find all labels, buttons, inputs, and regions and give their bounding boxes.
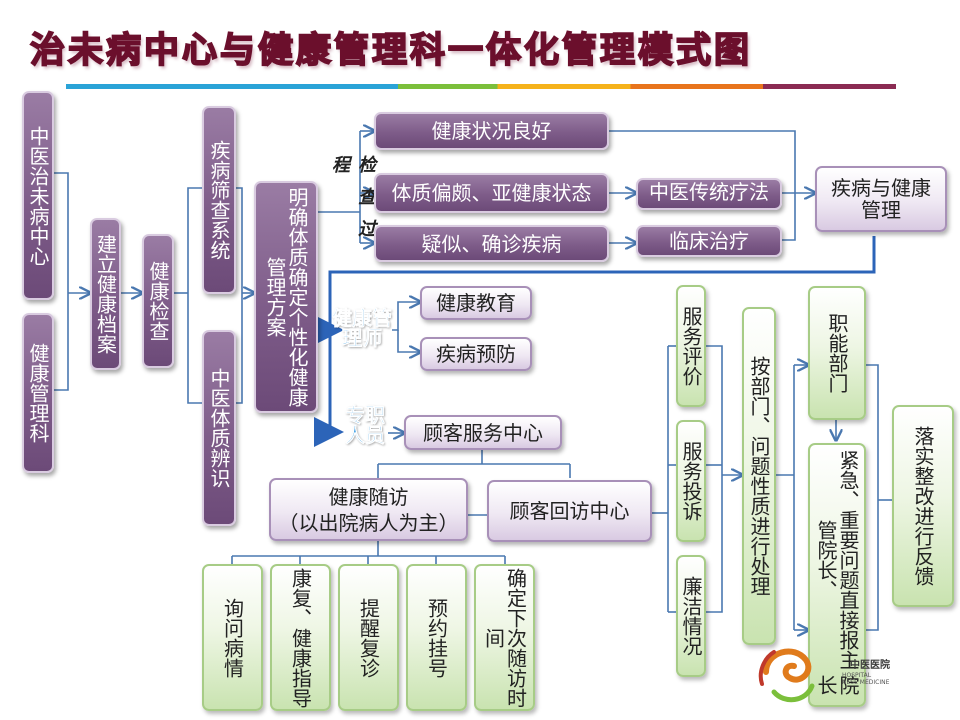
hospital-logo-sub2: NESE MEDICINE (842, 679, 890, 686)
result-disease: 疑似、确诊疾病 (374, 225, 609, 262)
health-management-dept: 健康管理科 (22, 313, 54, 473)
service-evaluation: 服务评价 (676, 285, 706, 407)
hospital-logo-name: 中医医院 (850, 660, 890, 671)
health-followup: 健康随访 （以出院病人为主） (269, 478, 468, 541)
health-manager-label: 健康管理师 (332, 306, 393, 350)
page-title: 治未病中心与健康管理科一体化管理模式图 (29, 30, 753, 72)
personalized-plan: 明确体质确定个性化健康管理方案 (254, 181, 318, 413)
clinical-treatment: 临床治疗 (636, 225, 782, 257)
establish-health-archive: 建立健康档案 (90, 218, 121, 370)
integrity-situation: 廉洁情况 (676, 555, 706, 677)
health-education: 健康教育 (420, 286, 532, 320)
check-process-label: 检查过程 (329, 155, 376, 251)
health-followup-title: 健康随访 (328, 484, 409, 509)
urgent-issues-text: 紧急、重要问题直接报主管院长、院长 (814, 450, 860, 700)
customer-return-visit-center: 顾客回访中心 (487, 480, 652, 542)
tcm-constitution-identification: 中医体质辨识 (202, 330, 236, 526)
tcm-traditional-therapy: 中医传统疗法 (636, 178, 782, 210)
urgent-issues: 紧急、重要问题直接报主管院长、院长 (808, 443, 866, 707)
hospital-logo-sub1: HOSPITAL (842, 672, 872, 679)
followup-item: 预约挂号 (406, 564, 467, 711)
hospital-logo-icon (758, 648, 815, 703)
title-divider (66, 84, 896, 89)
process-by-department: 按部门、问题性质进行处理 (742, 307, 776, 645)
health-checkup: 健康检查 (142, 234, 174, 368)
followup-item: 询问病情 (202, 564, 263, 711)
followup-item: 提醒复诊 (338, 564, 399, 711)
implement-rectification: 落实整改进行反馈 (892, 405, 954, 607)
disease-screening-system: 疾病筛查系统 (202, 106, 236, 294)
service-complaint: 服务投诉 (676, 420, 706, 542)
followup-item: 确定下次随访时间 (474, 564, 535, 711)
staff-label: 专职人员 (345, 403, 386, 447)
result-healthy: 健康状况良好 (374, 112, 609, 150)
disease-prevention: 疾病预防 (420, 337, 532, 371)
result-subhealth: 体质偏颇、亚健康状态 (374, 173, 609, 213)
health-followup-subtitle: （以出院病人为主） (278, 510, 459, 535)
urgent-issues-tail: 院长 (814, 675, 860, 696)
disease-health-management: 疾病与健康管理 (815, 166, 947, 232)
followup-item: 康复、健康指导 (270, 564, 331, 711)
functional-department: 职能部门 (808, 286, 866, 420)
tcm-preventive-center: 中医治未病中心 (22, 91, 54, 300)
urgent-issues-main: 紧急、重要问题直接报主管院长、 (814, 450, 860, 671)
customer-service-center: 顾客服务中心 (404, 415, 562, 450)
